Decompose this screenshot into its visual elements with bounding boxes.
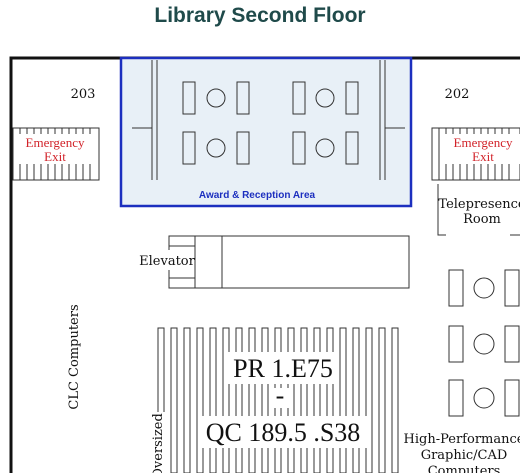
- call-number-end: QC 189.5 .S38: [206, 418, 361, 447]
- right-exit-label-1: Emergency: [454, 135, 513, 150]
- award-tables: [182, 81, 359, 165]
- award-area-label: Award & Reception Area: [199, 190, 316, 201]
- left-exit-stairs: [12, 127, 100, 181]
- award-reception-area[interactable]: [119, 56, 413, 208]
- room-202-label: 202: [445, 87, 470, 102]
- left-exit-label-2: Exit: [44, 149, 66, 164]
- left-exit-label-1: Emergency: [26, 135, 85, 150]
- award-partitions: [132, 60, 405, 180]
- hpc-label-3: Computers: [428, 464, 501, 473]
- call-number-start: PR 1.E75: [233, 354, 333, 383]
- call-number-dash: -: [276, 381, 285, 410]
- elevator: [140, 235, 410, 289]
- telepresence-label-1: Telepresence: [438, 197, 520, 212]
- telepresence-room: [437, 184, 520, 236]
- book-stacks: [146, 327, 399, 473]
- map-title: Library Second Floor: [154, 4, 366, 27]
- room-203-label: 203: [71, 87, 96, 102]
- computer-stations: [448, 269, 520, 417]
- hpc-label-1: High-Performance: [404, 432, 520, 447]
- hpc-label-2: Graphic/CAD: [421, 448, 508, 463]
- clc-computers-label: CLC Computers: [67, 304, 82, 409]
- elevator-label: Elevator: [139, 254, 195, 269]
- right-exit-label-2: Exit: [472, 149, 494, 164]
- right-exit-stairs: [431, 127, 520, 181]
- telepresence-label-2: Room: [463, 212, 501, 227]
- oversized-label: Oversized: [151, 413, 166, 473]
